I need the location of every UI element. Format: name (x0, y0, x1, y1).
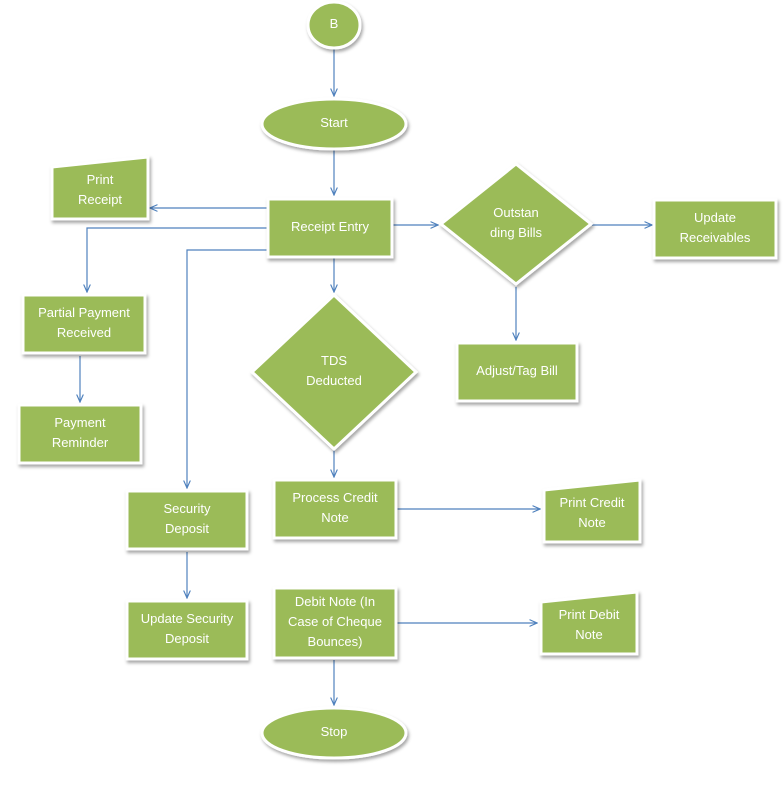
node-label-line: ding Bills (490, 225, 543, 240)
node-label-line: Update (694, 210, 736, 225)
node-shape-print-credit-note (542, 478, 642, 544)
node-shape-update-receivables (652, 198, 778, 260)
node-label-line: Deducted (306, 373, 362, 388)
node-label-line: Note (321, 510, 348, 525)
node-shape-stop (260, 706, 408, 760)
node-label-line: Process Credit (292, 490, 378, 505)
node-label-line: Note (578, 515, 605, 530)
node-label-line: Update Security (141, 611, 234, 626)
node-label-line: Case of Cheque (288, 614, 382, 629)
node-label-line: Bounces) (308, 634, 363, 649)
node-label-line: B (330, 16, 339, 31)
node-shape-b (306, 0, 362, 50)
arrow-receipt-entry-to-partial-payment (87, 227, 268, 292)
node-b: B (306, 0, 362, 50)
node-shape-adjust-tag-bill (455, 341, 579, 403)
node-shape-partial-payment (21, 293, 147, 355)
node-shape-start (260, 97, 408, 151)
node-label-receipt-entry: Receipt Entry (291, 219, 370, 234)
node-start: Start (260, 97, 408, 151)
node-adjust-tag-bill: Adjust/Tag Bill (455, 341, 579, 403)
node-label-line: TDS (321, 353, 347, 368)
node-label-line: Receivables (680, 230, 751, 245)
node-shape-print-debit-note (539, 590, 639, 656)
node-shape-payment-reminder (17, 403, 143, 465)
node-label-tds-deducted: TDS Deducted (306, 353, 362, 388)
node-shape-tds-deducted (249, 292, 419, 452)
node-shape-outstanding-bills (438, 162, 594, 286)
node-label-line: Deposit (165, 521, 209, 536)
node-tds-deducted: TDS Deducted (249, 292, 419, 452)
node-label-line: Print Debit (559, 607, 620, 622)
node-stop: Stop (260, 706, 408, 760)
node-label-line: Start (320, 115, 348, 130)
arrow-receipt-entry-to-security-deposit (187, 249, 268, 488)
node-shape-debit-note (272, 586, 398, 660)
node-label-line: Print Credit (559, 495, 624, 510)
node-label-line: Print (87, 172, 114, 187)
node-shape-update-security-deposit (125, 599, 249, 661)
node-label-adjust-tag-bill: Adjust/Tag Bill (476, 363, 558, 378)
node-label-line: Received (57, 325, 111, 340)
node-label-stop: Stop (321, 724, 348, 739)
node-label-line: Security (164, 501, 211, 516)
node-shape-receipt-entry (266, 197, 394, 259)
node-label-line: Adjust/Tag Bill (476, 363, 558, 378)
edges-layer (80, 49, 652, 705)
node-shape-security-deposit (125, 489, 249, 551)
node-label-line: Receipt Entry (291, 219, 370, 234)
node-label-line: Payment (54, 415, 106, 430)
node-label-outstanding-bills: Outstan ding Bills (490, 205, 543, 240)
node-outstanding-bills: Outstan ding Bills (438, 162, 594, 286)
node-shape-print-receipt (50, 155, 150, 221)
node-label-line: Deposit (165, 631, 209, 646)
node-label-line: Outstan (493, 205, 539, 220)
node-receipt-entry: Receipt Entry (266, 197, 394, 259)
node-label-b: B (330, 16, 339, 31)
node-label-line: Receipt (78, 192, 122, 207)
node-label-line: Partial Payment (38, 305, 130, 320)
node-label-line: Reminder (52, 435, 109, 450)
node-shape-process-credit-note (272, 478, 398, 540)
node-label-line: Note (575, 627, 602, 642)
node-label-start: Start (320, 115, 348, 130)
node-label-line: Stop (321, 724, 348, 739)
node-label-line: Debit Note (In (295, 594, 375, 609)
